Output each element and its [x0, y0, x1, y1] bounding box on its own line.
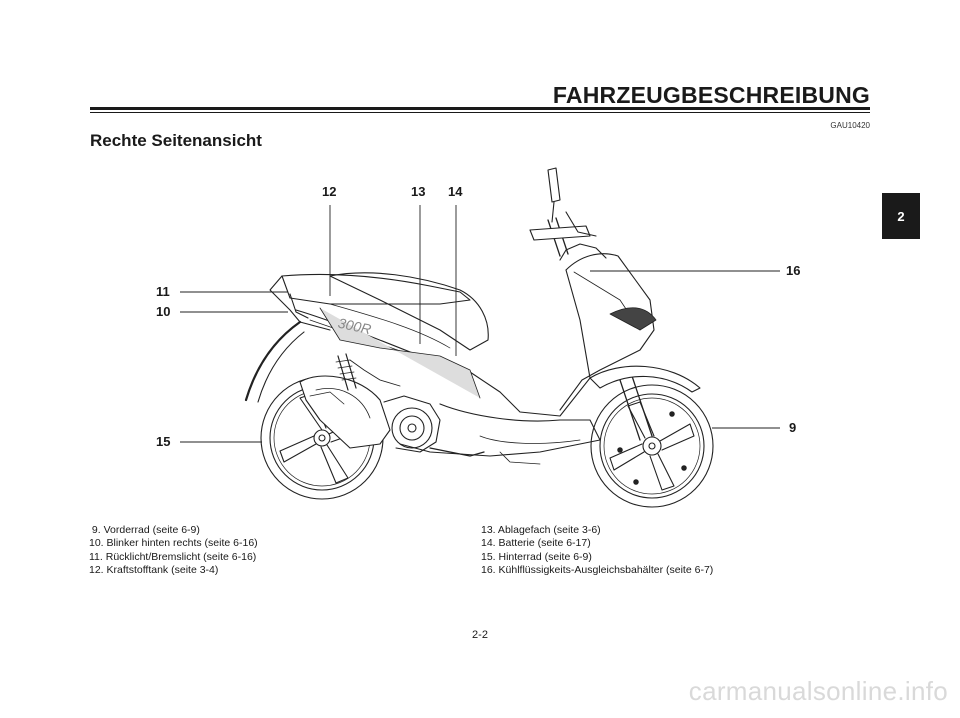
callout-12: 12	[322, 184, 337, 199]
legend-item: 13. Ablagefach (seite 3-6)	[481, 524, 601, 536]
header-rule	[90, 107, 870, 110]
legend-item: 15. Hinterrad (seite 6-9)	[481, 550, 592, 563]
callout-13: 13	[411, 184, 426, 199]
page-header-title: FAHRZEUGBESCHREIBUNG	[552, 82, 870, 108]
front-wheel	[590, 384, 714, 508]
legend-left-column: 9. Vorderrad (seite 6-9) 10. Blinker hin…	[89, 524, 258, 578]
legend-right-column: 13. Ablagefach (seite 3-6) 14. Batterie …	[481, 524, 713, 578]
chapter-tab: 2	[882, 193, 920, 239]
callout-15: 15	[156, 434, 171, 449]
callout-14: 14	[448, 184, 463, 199]
legend-item: 12. Kraftstofftank (seite 3-4)	[89, 564, 219, 577]
header-rule-thin	[90, 112, 870, 113]
leader-lines	[180, 205, 780, 443]
callout-9: 9	[789, 420, 797, 435]
legend-item: 14. Batterie (seite 6-17)	[481, 537, 591, 550]
svg-text:300R: 300R	[337, 315, 373, 338]
legend-item: 16. Kühlflüssigkeits-Ausgleichsbahälter …	[481, 564, 714, 577]
section-title: Rechte Seitenansicht	[90, 131, 262, 150]
legend-item: 10. Blinker hinten rechts (seite 6-16)	[89, 537, 258, 550]
document-code: GAU10420	[830, 121, 870, 130]
callout-16: 16	[786, 263, 801, 278]
callout-11: 11	[156, 284, 170, 299]
legend-item: 9. Vorderrad (seite 6-9)	[89, 524, 200, 536]
legend-item: 11. Rücklicht/Bremslicht (seite 6-16)	[89, 550, 257, 563]
callout-10: 10	[156, 304, 171, 319]
watermark: carmanualsonline.info	[688, 676, 948, 706]
page-number: 2-2	[472, 629, 488, 641]
